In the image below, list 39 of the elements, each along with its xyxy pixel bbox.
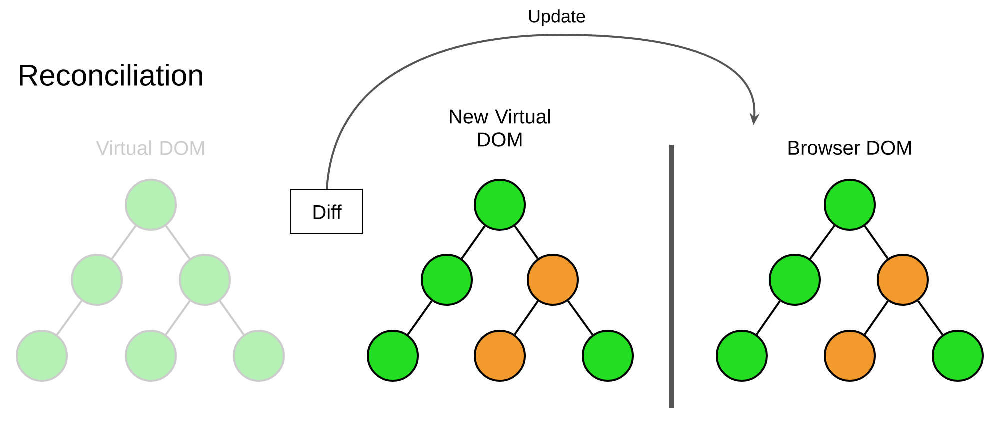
- tree-line: [165, 226, 191, 260]
- tree-node: [16, 330, 68, 382]
- tree-node: [179, 254, 231, 306]
- tree-heading: New Virtual DOM: [450, 109, 550, 147]
- tree-line: [219, 300, 245, 336]
- tree-line: [461, 226, 486, 260]
- tree-line: [917, 300, 944, 336]
- tree-line: [56, 300, 83, 336]
- tree-line: [567, 300, 594, 336]
- tree-node: [233, 330, 285, 382]
- tree-node: [125, 330, 177, 382]
- tree-line: [756, 300, 781, 336]
- tree-node: [877, 254, 929, 306]
- arrow: [326, 34, 760, 190]
- tree-node: [367, 330, 419, 382]
- tree-heading: Browser DOM: [788, 140, 912, 156]
- title: Reconciliation: [20, 64, 202, 86]
- tree-node: [824, 179, 876, 231]
- tree-node: [932, 330, 984, 382]
- tree-line: [864, 300, 889, 336]
- tree-node: [824, 330, 876, 382]
- tree-line: [514, 226, 539, 260]
- tree-node: [474, 179, 526, 231]
- tree-line: [165, 300, 191, 336]
- edge-label: Update: [526, 8, 588, 28]
- tree-node: [474, 330, 526, 382]
- tree-line: [514, 300, 539, 336]
- tree-line: [111, 226, 137, 260]
- tree-node: [125, 179, 177, 231]
- tree-node: [769, 254, 821, 306]
- tree-node: [71, 254, 124, 306]
- tree-line: [864, 226, 889, 260]
- tree-line: [810, 225, 836, 260]
- tree-node: [421, 254, 473, 306]
- tree-line: [407, 300, 433, 336]
- tree-node: [716, 330, 768, 382]
- tree-node: [527, 254, 579, 306]
- diff-box: Diff: [290, 190, 364, 234]
- tree-node: [582, 330, 634, 382]
